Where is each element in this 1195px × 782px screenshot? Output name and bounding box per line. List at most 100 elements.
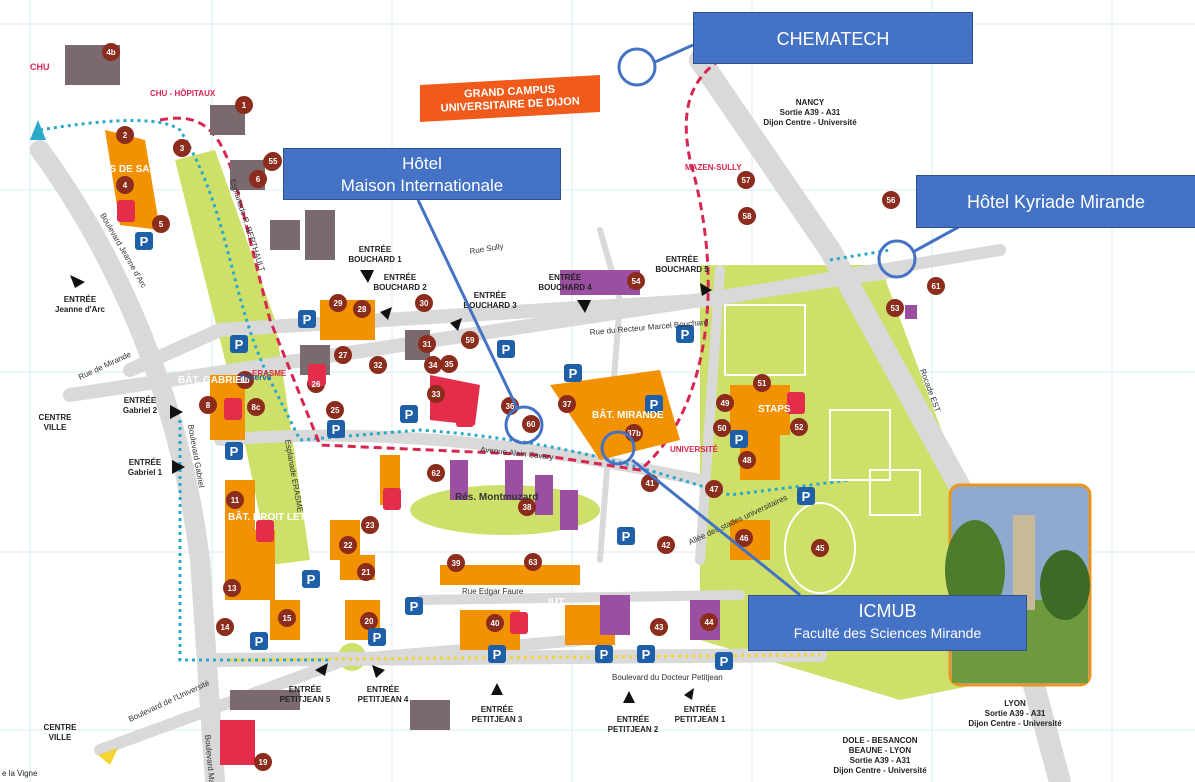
marker-numbers: 4b 1 2 3 4 5 6 8 8b 8c 11 13 14 15 19 20… xyxy=(106,48,941,767)
svg-text:45: 45 xyxy=(816,544,825,553)
svg-text:21: 21 xyxy=(362,568,371,577)
svg-text:8b: 8b xyxy=(240,376,249,385)
svg-text:6: 6 xyxy=(256,175,261,184)
parking-icon: P xyxy=(327,420,345,438)
street-rue-edgar-faure: Rue Edgar Faure xyxy=(462,587,524,596)
svg-text:55: 55 xyxy=(269,157,278,166)
icmub-circle xyxy=(600,430,636,466)
street-rue-sully: Rue Sully xyxy=(469,242,504,256)
svg-text:3: 3 xyxy=(180,144,185,153)
street-rue-mirande: Rue de Mirande xyxy=(77,349,133,381)
svg-text:30: 30 xyxy=(420,299,429,308)
svg-text:15: 15 xyxy=(283,614,292,623)
svg-text:P: P xyxy=(735,432,744,447)
svg-text:59: 59 xyxy=(466,336,475,345)
parking-icon: P xyxy=(225,442,243,460)
svg-text:P: P xyxy=(307,572,316,587)
svg-text:P: P xyxy=(373,630,382,645)
callout-connectors xyxy=(416,43,976,597)
svg-text:50: 50 xyxy=(718,424,727,433)
svg-text:P: P xyxy=(235,337,244,352)
parking-icon: P xyxy=(595,645,613,663)
svg-text:51: 51 xyxy=(758,379,767,388)
area-erasme: ERASME xyxy=(252,369,287,378)
svg-text:58: 58 xyxy=(743,212,752,221)
photo-inset xyxy=(945,483,1092,687)
callout-hotel-kyriade: Hôtel Kyriade Mirande xyxy=(916,175,1195,228)
svg-text:8: 8 xyxy=(206,401,211,410)
svg-text:42: 42 xyxy=(662,541,671,550)
svg-text:29: 29 xyxy=(334,299,343,308)
entrance-arrow-icon xyxy=(450,318,462,331)
svg-text:P: P xyxy=(410,599,419,614)
svg-text:61: 61 xyxy=(932,282,941,291)
route-end-arrow-icon xyxy=(98,748,118,765)
callout-icmub-line1: ICMUB xyxy=(858,601,917,621)
hotel-maison-circle xyxy=(504,405,544,445)
svg-text:46: 46 xyxy=(740,534,749,543)
area-bat-droit-lettres: BÂT. DROIT LETTRES xyxy=(228,510,333,523)
callout-hotel-maison: Hôtel Maison Internationale xyxy=(283,148,561,200)
callout-chematech: CHEMATECH xyxy=(693,12,973,64)
svg-text:38: 38 xyxy=(523,503,532,512)
restaurant-icon xyxy=(510,612,528,634)
svg-text:P: P xyxy=(681,327,690,342)
svg-text:26: 26 xyxy=(312,380,321,389)
parking-icon: P xyxy=(637,645,655,663)
svg-text:54: 54 xyxy=(632,277,641,286)
svg-text:44: 44 xyxy=(705,618,714,627)
street-bd-petitjean: Boulevard du Docteur Petitjean xyxy=(612,673,723,682)
svg-text:P: P xyxy=(600,647,609,662)
svg-text:31: 31 xyxy=(423,340,432,349)
svg-text:52: 52 xyxy=(795,423,804,432)
restaurant-icon xyxy=(787,392,805,414)
campus-title-sign: GRAND CAMPUSUNIVERSITAIRE DE DIJON xyxy=(420,75,600,122)
label-la-vigne: e la Vigne xyxy=(2,769,38,778)
svg-text:2: 2 xyxy=(123,131,128,140)
svg-text:P: P xyxy=(642,647,651,662)
svg-text:49: 49 xyxy=(721,399,730,408)
campus-title-line1: GRAND CAMPUS xyxy=(464,84,556,101)
svg-text:27: 27 xyxy=(339,351,348,360)
restaurant-icon xyxy=(308,364,326,386)
svg-text:60: 60 xyxy=(527,420,536,429)
area-universite: UNIVERSITÉ xyxy=(670,445,719,454)
photo-building xyxy=(1013,515,1035,610)
svg-text:5: 5 xyxy=(159,220,164,229)
svg-text:P: P xyxy=(303,312,312,327)
area-staps: STAPS xyxy=(758,404,791,415)
callout-chematech-label: CHEMATECH xyxy=(776,29,890,49)
parking-icon: P xyxy=(564,364,582,382)
route-start-arrow-icon xyxy=(30,120,46,140)
area-bat-mirande: BÂT. MIRANDE xyxy=(592,408,664,421)
svg-text:11: 11 xyxy=(231,496,240,505)
svg-text:63: 63 xyxy=(529,558,538,567)
entrance-arrow-icon xyxy=(170,405,183,419)
label-chu: CHU xyxy=(30,62,50,72)
svg-text:20: 20 xyxy=(365,617,374,626)
svg-text:1: 1 xyxy=(242,101,247,110)
svg-text:4b: 4b xyxy=(106,48,115,57)
callout-icmub-line2: Faculté des Sciences Mirande xyxy=(793,625,982,641)
svg-text:32: 32 xyxy=(374,361,383,370)
parking-markers: P P P P P P P P P P P P P P P P P P P P … xyxy=(135,232,815,670)
parking-icon: P xyxy=(730,430,748,448)
entrance-arrow-icon xyxy=(372,665,385,678)
svg-text:8c: 8c xyxy=(252,403,261,412)
parking-icon: P xyxy=(135,232,153,250)
svg-text:P: P xyxy=(255,634,264,649)
location-circles xyxy=(504,47,917,466)
callout-hotel-kyriade-label: Hôtel Kyriade Mirande xyxy=(966,192,1146,212)
location-markers xyxy=(102,43,945,771)
parking-icon: P xyxy=(676,325,694,343)
entrance-arrow-icon xyxy=(70,275,85,288)
svg-text:P: P xyxy=(230,444,239,459)
